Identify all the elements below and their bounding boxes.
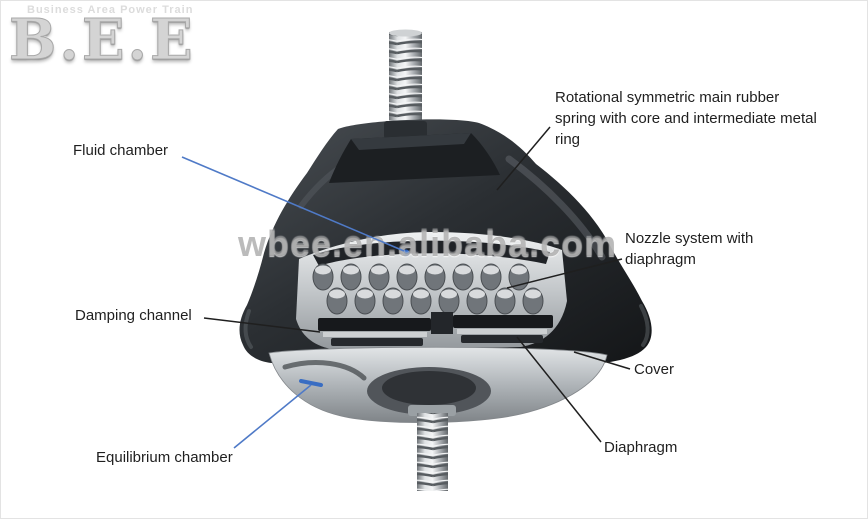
leader-nozzle-system [506,258,623,289]
brand-logo: B.E.E [9,7,196,73]
label-damping-channel: Damping channel [75,307,192,324]
label-fluid-chamber: Fluid chamber [73,142,169,159]
leader-cover [573,351,631,370]
cut-face [296,232,567,349]
bottom-stud [408,405,456,491]
label-nozzle-system: Nozzle system with diaphragm [625,230,754,268]
base-cover [268,346,608,423]
nozzle-plates [318,312,553,346]
leader-diaphragm [516,336,602,443]
brand-tagline: Business Area Power Train [27,4,194,16]
label-diaphragm: Diaphragm [604,439,678,456]
nozzle-holes [312,263,544,315]
watermark: wbee.en.alibaba.com [238,223,618,264]
fluid-chamber-marker [402,249,410,257]
label-equilibrium-chamber: Equilibrium chamber [96,449,233,466]
leader-damping-channel [203,317,321,333]
label-rubber-spring: Rotational symmetric main rubber spring … [555,89,817,148]
label-cover: Cover [634,361,675,378]
leader-equilibrium-chamber [233,384,312,449]
leader-fluid-chamber [181,156,405,252]
leader-rubber-spring [496,126,551,191]
core-cap [329,121,500,183]
